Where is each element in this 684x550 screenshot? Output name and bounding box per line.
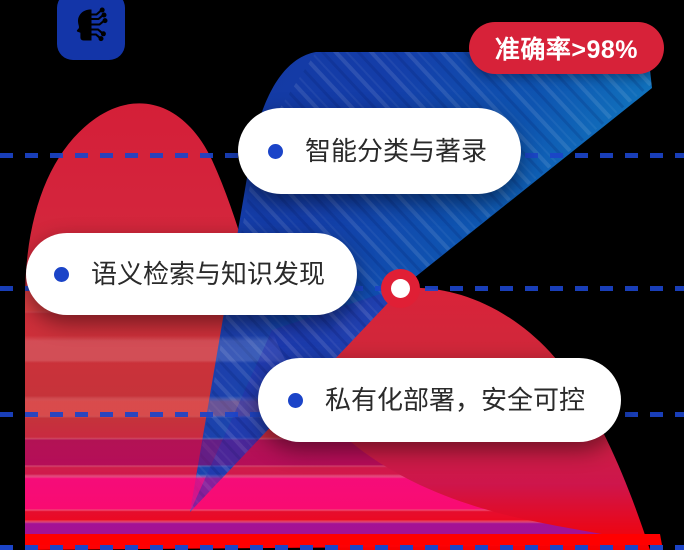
ai-brain-icon: [76, 7, 108, 42]
ai-brain-logo[interactable]: [57, 0, 125, 60]
data-point-marker[interactable]: [381, 269, 420, 308]
bullet-dot-icon: [268, 143, 283, 159]
feature-pill-private-deployment[interactable]: 私有化部署，安全可控: [258, 358, 622, 442]
bullet-dot-icon: [54, 266, 69, 282]
feature-pill-semantic-search[interactable]: 语义检索与知识发现: [26, 233, 358, 315]
accuracy-badge: 准确率>98%: [468, 22, 664, 74]
feature-pill-label: 语义检索与知识发现: [91, 259, 326, 289]
feature-pill-label: 智能分类与著录: [305, 136, 488, 166]
bullet-dot-icon: [288, 392, 303, 408]
feature-pill-classification[interactable]: 智能分类与著录: [238, 108, 522, 194]
marker-core: [391, 279, 410, 298]
base-strip: [25, 534, 662, 545]
gridline-4: [0, 545, 684, 550]
accuracy-badge-label: 准确率>98%: [494, 36, 638, 64]
feature-pill-label: 私有化部署，安全可控: [325, 385, 586, 415]
